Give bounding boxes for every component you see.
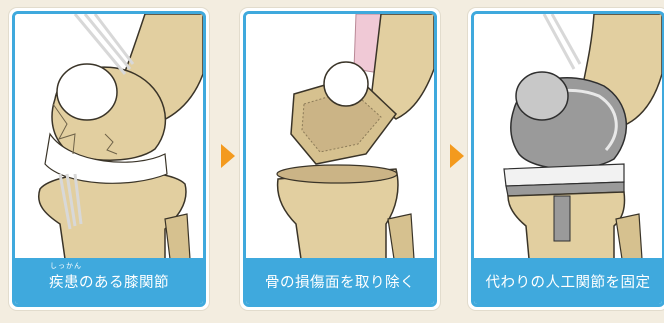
step-arrow-1 [221,144,235,168]
step-arrow-2 [450,144,464,168]
step-1-ruby: しっかん [50,261,82,271]
step-1-caption-text: 疾患のある膝関節 [49,275,169,291]
step-3-panel: 代わりの人工関節を固定 [468,8,664,310]
step-2-caption-text: 骨の損傷面を取り除く [265,271,415,292]
step-1-caption: しっかん 疾患のある膝関節 [15,258,203,304]
step-3-caption: 代わりの人工関節を固定 [474,258,662,304]
step-3-frame: 代わりの人工関節を固定 [471,11,664,307]
step-1-panel: しっかん 疾患のある膝関節 [9,8,209,310]
step-1-frame: しっかん 疾患のある膝関節 [12,11,206,307]
step-3-caption-text: 代わりの人工関節を固定 [486,271,651,292]
step-2-frame: 骨の損傷面を取り除く [243,11,437,307]
step-2-caption: 骨の損傷面を取り除く [246,258,434,304]
step-2-panel: 骨の損傷面を取り除く [240,8,440,310]
